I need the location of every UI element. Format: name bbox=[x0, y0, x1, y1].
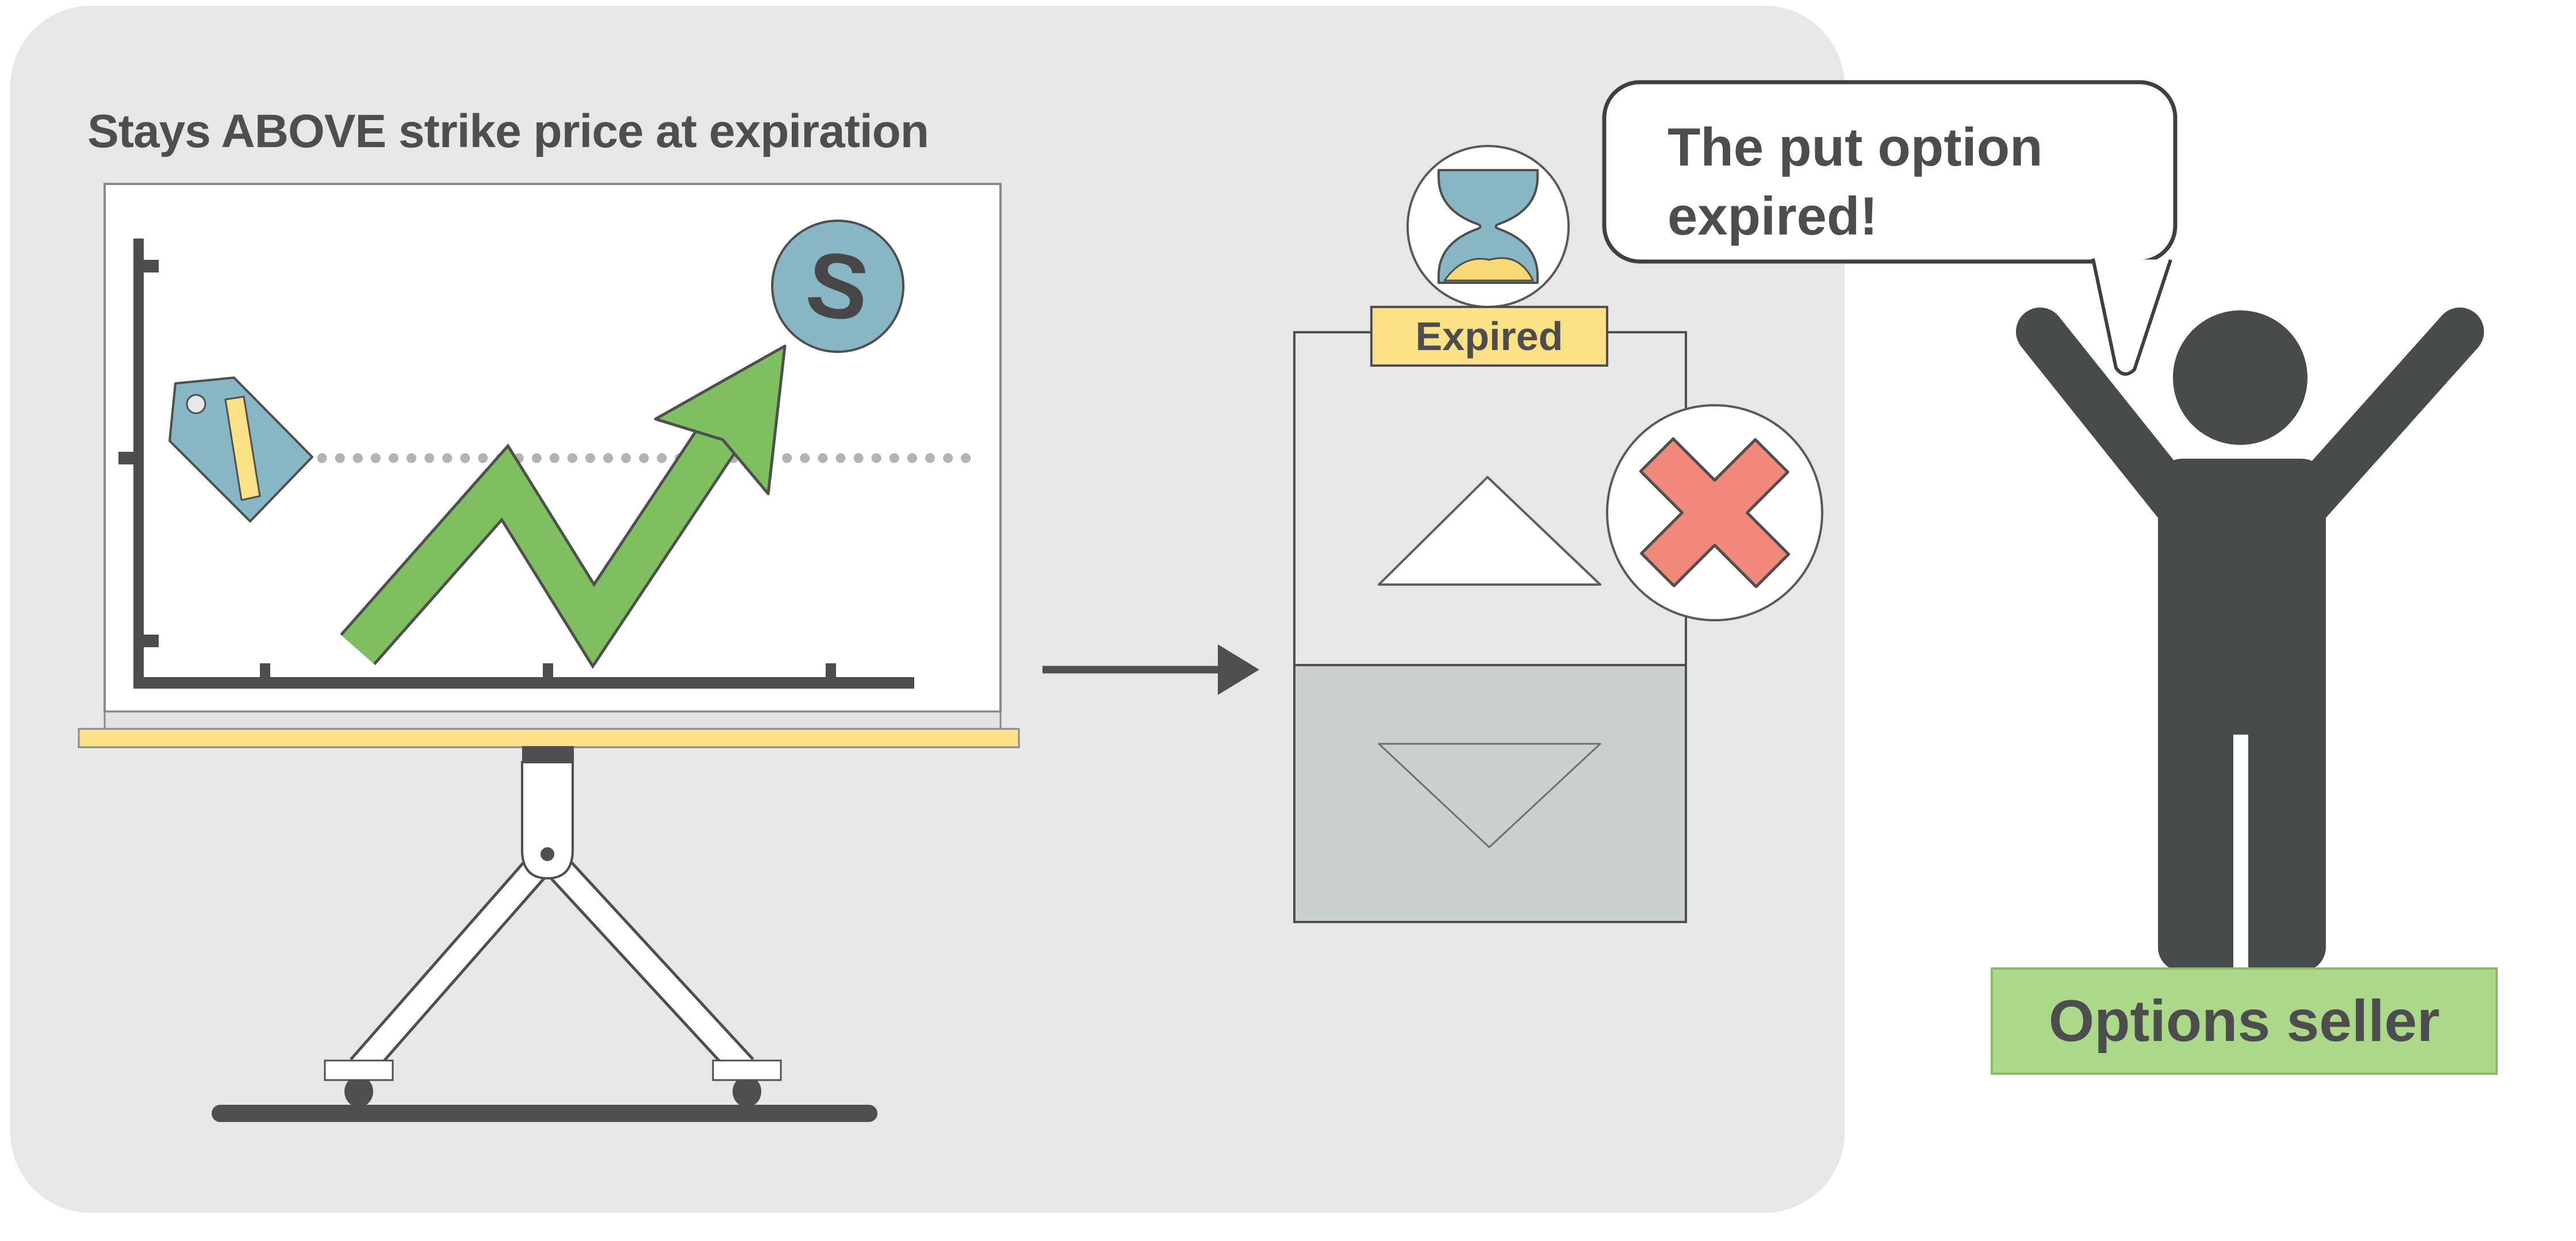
easel-stand-icon bbox=[212, 746, 877, 1122]
call-up-triangle-icon bbox=[1378, 476, 1601, 586]
status-badge: Expired bbox=[1370, 306, 1608, 367]
celebrating-person-icon bbox=[2016, 308, 2484, 971]
stock-symbol-letter: S bbox=[800, 230, 876, 341]
person-role-label-text: Options seller bbox=[2048, 988, 2440, 1054]
speech-bubble-line1: The put option bbox=[1667, 117, 2043, 177]
hourglass-icon bbox=[1406, 145, 1570, 308]
stock-rising-arrow-icon bbox=[340, 344, 787, 669]
speech-bubble-line2: expired! bbox=[1667, 186, 1878, 246]
person-role-label: Options seller bbox=[1991, 967, 2498, 1075]
speech-bubble bbox=[1602, 80, 2178, 376]
put-down-triangle-icon bbox=[1378, 743, 1601, 848]
stock-symbol-icon: S bbox=[771, 220, 904, 353]
option-card bbox=[1293, 331, 1687, 923]
chart-axes bbox=[118, 239, 914, 689]
cross-icon bbox=[1606, 404, 1823, 621]
status-badge-label: Expired bbox=[1415, 314, 1563, 359]
speech-bubble-text: The put option expired! bbox=[1667, 113, 2128, 251]
flow-arrow-icon bbox=[1042, 644, 1259, 695]
scenario-title: Stays ABOVE strike price at expiration bbox=[87, 105, 929, 157]
price-tag-icon bbox=[168, 376, 313, 522]
